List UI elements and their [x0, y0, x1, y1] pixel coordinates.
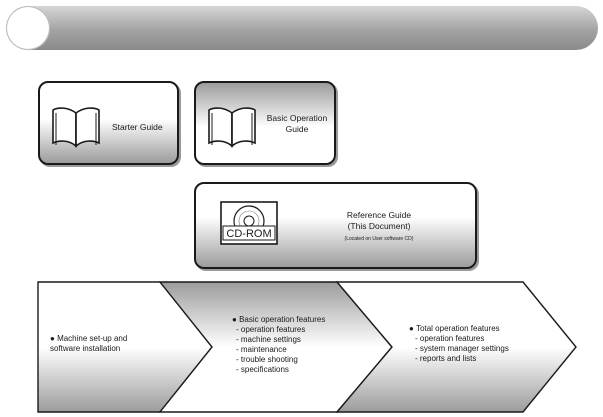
flow-step-2-text: ● Basic operation features - operation f…	[232, 315, 325, 375]
flow-step-1-line2: software installation	[50, 344, 121, 353]
flow-step-1-text: ● Machine set-up and software installati…	[50, 334, 127, 354]
basic-operation-guide-box: Basic Operation Guide	[194, 81, 336, 165]
open-book-icon	[52, 107, 100, 148]
reference-guide-text: Reference Guide (This Document) (Located…	[304, 210, 454, 243]
header-bar	[6, 6, 598, 50]
basic-label-line1: Basic Operation	[266, 113, 328, 123]
flow-step-3-text: ● Total operation features - operation f…	[409, 324, 509, 364]
reference-title-line1: Reference Guide	[346, 210, 412, 220]
flow-step-2-line3: - machine settings	[236, 335, 301, 344]
reference-location-note: (Located on User software CD)	[344, 236, 414, 242]
basic-operation-guide-label: Basic Operation Guide	[264, 113, 330, 135]
flow-step-2-line5: - trouble shooting	[236, 355, 298, 364]
flow-step-3-line1: ● Total operation features	[409, 324, 500, 333]
flow-arrows	[37, 281, 577, 413]
flow-step-2-line1: ● Basic operation features	[232, 315, 326, 324]
flow-step-3-line2: - operation features	[415, 334, 485, 343]
flow-step-2-line2: - operation features	[236, 325, 306, 334]
cd-rom-text: CD-ROM	[226, 228, 271, 240]
reference-title-line2: (This Document)	[347, 221, 411, 231]
open-book-icon	[208, 107, 256, 148]
starter-guide-box: Starter Guide	[38, 81, 179, 165]
flow-arrow-3	[335, 281, 577, 413]
flow-step-2-line4: - maintenance	[236, 345, 287, 354]
reference-guide-box: CD-ROM Reference Guide (This Document) (…	[194, 182, 477, 269]
basic-label-line2: Guide	[285, 124, 309, 134]
flow-step-3-line3: - system manager settings	[415, 344, 509, 353]
flow-step-3-line4: - reports and lists	[415, 354, 477, 363]
cd-rom-icon: CD-ROM	[220, 201, 278, 245]
header-circle	[6, 6, 50, 50]
flow-step-2-line6: - specifications	[236, 365, 289, 374]
starter-guide-label: Starter Guide	[112, 122, 163, 132]
flow-step-1-line1: ● Machine set-up and	[50, 334, 128, 343]
